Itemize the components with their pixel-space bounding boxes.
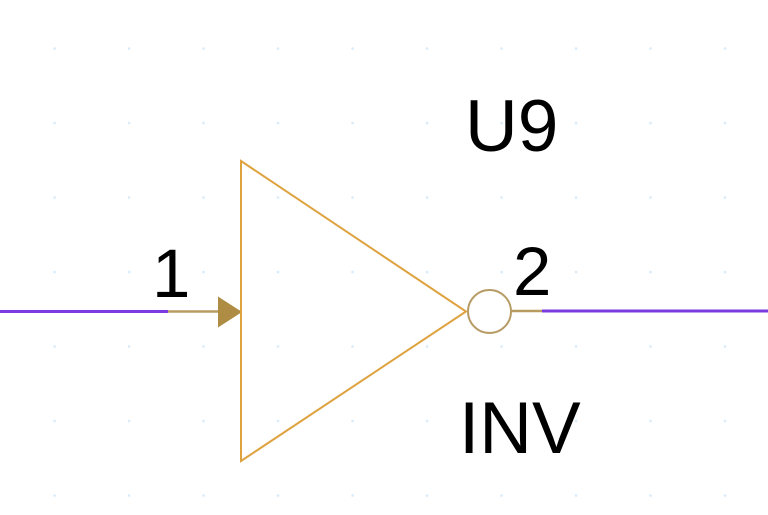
pin-1-arrowhead-icon[interactable] (218, 296, 242, 328)
pin-number-2-label[interactable]: 2 (513, 233, 552, 310)
pin-number-1-label[interactable]: 1 (152, 235, 191, 312)
part-value-label[interactable]: INV (459, 388, 581, 469)
inversion-bubble[interactable] (467, 289, 512, 334)
inverter-triangle-body[interactable] (240, 159, 468, 463)
reference-designator-label[interactable]: U9 (465, 86, 559, 167)
